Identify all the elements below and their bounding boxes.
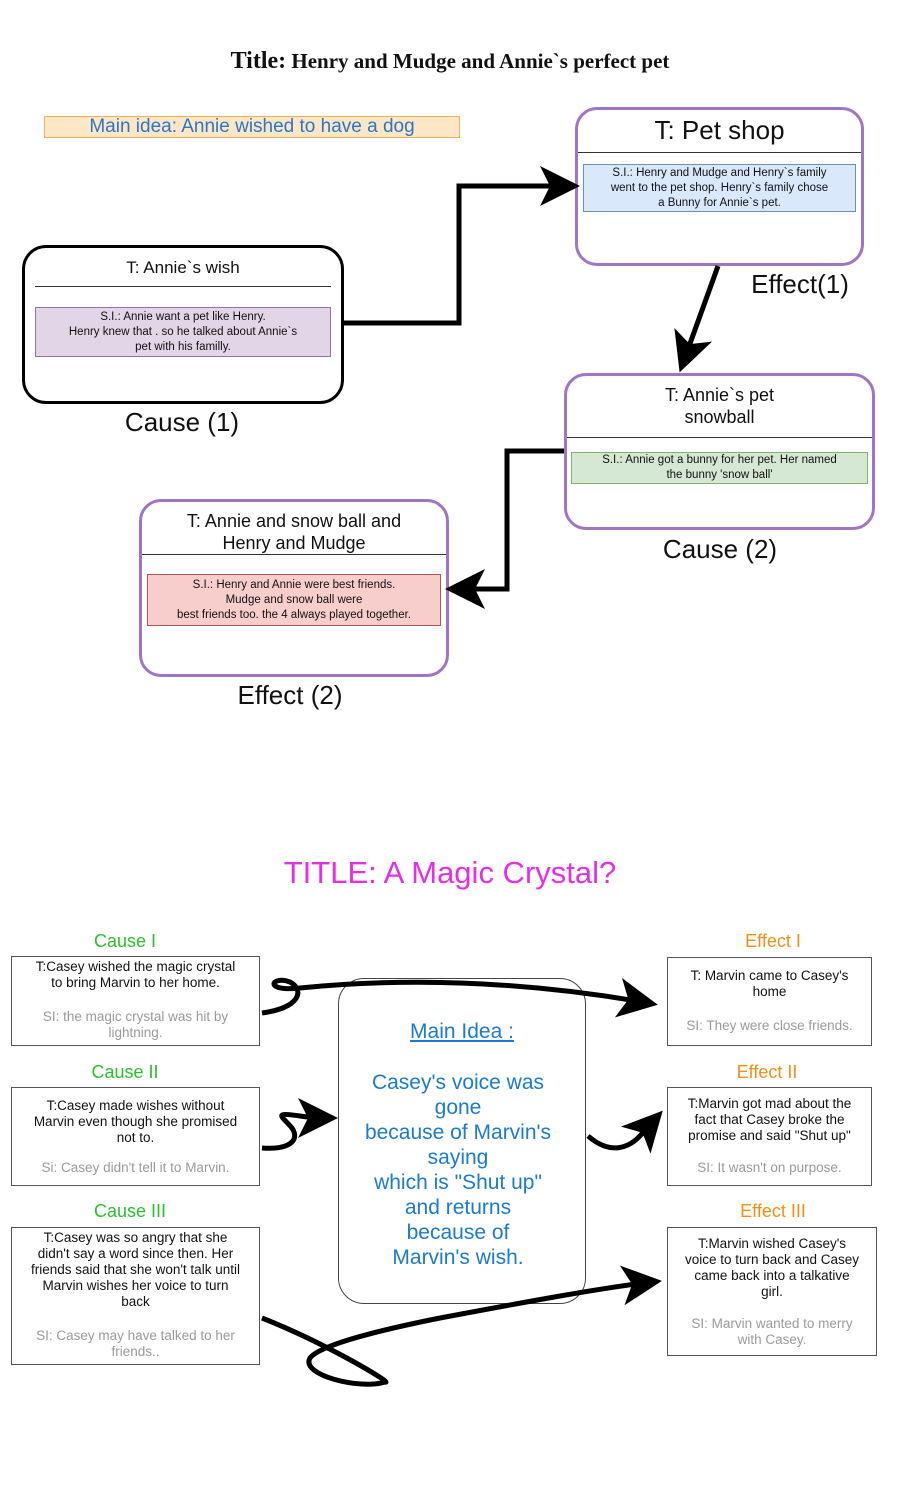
cause-1-box: T:Casey wished the magic crystal to brin… xyxy=(11,956,260,1046)
caption-cause-2: Cause (2) xyxy=(662,534,778,564)
caption-effect-2: Effect (2) xyxy=(237,680,343,710)
node-snowball-friends-si: S.I.: Henry and Annie were best friends.… xyxy=(147,574,441,626)
effect-2-label: Effect II xyxy=(736,1062,798,1082)
node-divider xyxy=(142,554,446,555)
arrow-wish-to-petshop xyxy=(344,166,580,326)
node-annies-pet: T: Annie`s pet snowball S.I.: Annie got … xyxy=(564,373,875,530)
arrow-pet-to-friends xyxy=(445,448,564,609)
effect-2-topic: T:Marvin got mad about the fact that Cas… xyxy=(687,1096,852,1143)
effect-1-si: SI: They were close friends. xyxy=(686,1018,853,1033)
node-divider xyxy=(567,437,872,438)
arrow-main-to-effect2 xyxy=(586,1110,663,1154)
cause-1-topic: T:Casey wished the magic crystal to brin… xyxy=(35,959,236,990)
effect-3-si: SI: Marvin wanted to merry with Casey. xyxy=(691,1316,853,1347)
node-snowball-friends-title: T: Annie and snow ball and Henry and Mud… xyxy=(186,511,402,553)
effect-1-box: T: Marvin came to Casey's home SI: They … xyxy=(667,957,872,1046)
cause-3-label: Cause III xyxy=(93,1201,167,1221)
effect-3-topic: T:Marvin wished Casey's voice to turn ba… xyxy=(684,1236,860,1299)
arrow-cause2-to-main xyxy=(261,1097,338,1151)
diagram1-title-lead: Title: xyxy=(230,48,287,74)
arrow-cause3-to-effect3 xyxy=(261,1265,662,1387)
cause-2-label: Cause II xyxy=(91,1062,159,1082)
arrow-cause1-to-effect1 xyxy=(261,977,658,1018)
node-divider xyxy=(35,286,331,287)
cause-2-topic: T:Casey made wishes without Marvin even … xyxy=(33,1098,238,1145)
effect-2-si: SI: It wasn't on purpose. xyxy=(697,1160,842,1175)
node-annies-pet-title: T: Annie`s pet snowball xyxy=(664,385,775,427)
cause-1-si: SI: the magic crystal was hit by lightni… xyxy=(42,1009,229,1040)
cause-2-box: T:Casey made wishes without Marvin even … xyxy=(11,1087,260,1186)
effect-3-label: Effect III xyxy=(740,1201,806,1221)
cause-3-box: T:Casey was so angry that she didn't say… xyxy=(11,1227,260,1365)
node-annies-wish-title: T: Annie`s wish xyxy=(126,258,240,277)
caption-effect-1: Effect(1) xyxy=(751,269,849,299)
node-pet-shop-si: S.I.: Henry and Mudge and Henry`s family… xyxy=(583,164,856,212)
caption-cause-1: Cause (1) xyxy=(124,407,240,437)
node-snowball-friends: T: Annie and snow ball and Henry and Mud… xyxy=(139,499,449,677)
node-annies-wish: T: Annie`s wish S.I.: Annie want a pet l… xyxy=(22,245,344,404)
arrow-petshop-to-pet xyxy=(674,265,721,373)
main-idea-text: Casey's voice was gone because of Marvin… xyxy=(364,1071,552,1269)
main-idea-box xyxy=(338,978,586,1304)
cause-3-si: SI: Casey may have talked to her friends… xyxy=(36,1328,235,1359)
effect-1-label: Effect I xyxy=(745,931,801,951)
node-divider xyxy=(578,152,861,153)
main-idea-label: Main Idea : xyxy=(410,1020,514,1043)
diagram1-title-text: Henry and Mudge and Annie`s perfect pet xyxy=(291,49,670,73)
effect-3-box: T:Marvin wished Casey's voice to turn ba… xyxy=(667,1227,877,1356)
node-pet-shop: T: Pet shop S.I.: Henry and Mudge and He… xyxy=(575,107,864,266)
node-annies-pet-si: S.I.: Annie got a bunny for her pet. Her… xyxy=(571,452,868,484)
cause-1-label: Cause I xyxy=(93,931,157,951)
effect-2-box: T:Marvin got mad about the fact that Cas… xyxy=(667,1087,872,1186)
cause-2-si: Si: Casey didn't tell it to Marvin. xyxy=(41,1160,230,1175)
cause-3-topic: T:Casey was so angry that she didn't say… xyxy=(31,1230,240,1309)
effect-1-topic: T: Marvin came to Casey's home xyxy=(690,968,849,999)
node-annies-wish-si: S.I.: Annie want a pet like Henry. Henry… xyxy=(35,307,331,357)
diagram1-main-idea: Main idea: Annie wished to have a dog xyxy=(44,116,460,138)
node-pet-shop-title: T: Pet shop xyxy=(654,115,785,145)
diagram1-title: Title: Henry and Mudge and Annie`s perfe… xyxy=(0,48,900,75)
diagram2-title: TITLE: A Magic Crystal? xyxy=(283,855,617,890)
